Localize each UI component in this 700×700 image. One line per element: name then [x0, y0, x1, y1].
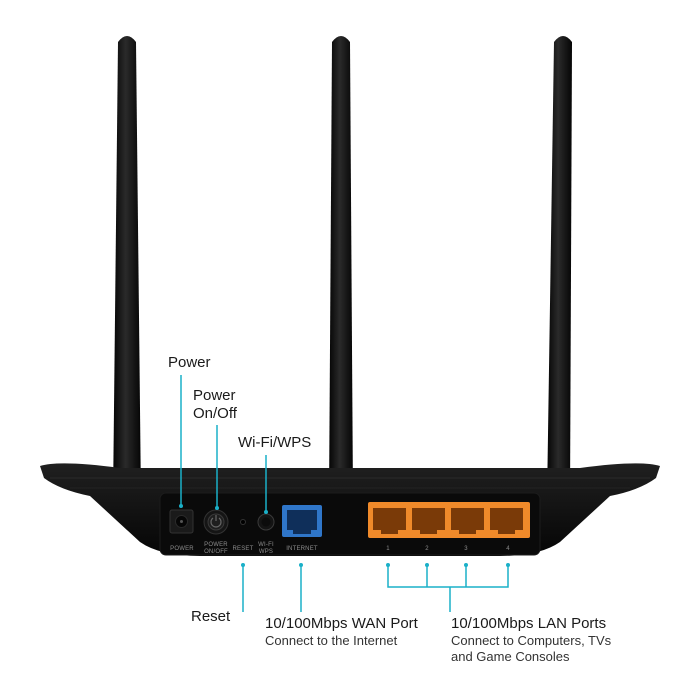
callout-lan: 10/100Mbps LAN Ports Connect to Computer…	[451, 615, 611, 665]
panel-label-lan-1: 1	[386, 546, 390, 552]
lan-port-2	[412, 508, 445, 534]
wifi-wps-button	[257, 513, 275, 531]
callout-lan-desc-line1: Connect to Computers, TVs	[451, 633, 612, 648]
panel-label-power-onoff-line1: POWER	[204, 542, 228, 548]
callout-wan: 10/100Mbps WAN Port Connect to the Inter…	[265, 615, 418, 649]
power-onoff-button	[203, 509, 229, 535]
lan-port-4	[490, 508, 523, 534]
wan-port	[282, 505, 322, 537]
panel-label-reset: RESET	[232, 546, 254, 552]
panel-label-power-onoff: POWER ON/OFF	[200, 542, 232, 556]
panel-label-lan-3: 3	[464, 546, 468, 552]
leader-dots	[179, 504, 510, 567]
callout-wifi-wps: Wi-Fi/WPS	[238, 434, 312, 451]
callout-wan-desc: Connect to the Internet	[265, 633, 398, 648]
panel-label-power-onoff-line2: ON/OFF	[204, 549, 228, 555]
lan-bracket-line	[387, 565, 509, 588]
panel-label-lan-4: 4	[506, 546, 510, 552]
callout-power-onoff: Power On/Off	[193, 387, 237, 423]
lan-port-3	[451, 508, 484, 534]
reset-pinhole	[240, 519, 246, 525]
lan-port-1	[373, 508, 406, 534]
router-body	[40, 463, 660, 556]
panel-label-lan-2: 2	[425, 546, 429, 552]
panel-label-wifi-line1: WI-FI	[258, 542, 274, 548]
callout-power-onoff-line2: On/Off	[193, 405, 237, 422]
panel-label-power: POWER	[170, 546, 194, 552]
power-jack	[169, 509, 194, 534]
lan-ports	[368, 502, 530, 538]
panel-label-internet: INTERNET	[286, 546, 318, 552]
antenna-left	[113, 36, 141, 500]
panel-label-wps-line2: WPS	[258, 549, 274, 555]
callout-wan-title: 10/100Mbps WAN Port	[265, 615, 418, 632]
leader-lines	[180, 375, 509, 612]
callout-power-onoff-line1: Power	[193, 387, 236, 404]
callout-lan-title: 10/100Mbps LAN Ports	[451, 615, 607, 632]
panel-label-wifi-wps: WI-FI WPS	[254, 542, 278, 556]
callout-lan-desc-line2: and Game Consoles	[451, 649, 570, 664]
callout-power: Power	[168, 354, 211, 371]
antenna-right	[547, 36, 572, 500]
antenna-center	[329, 36, 353, 500]
callout-reset: Reset	[191, 608, 231, 625]
